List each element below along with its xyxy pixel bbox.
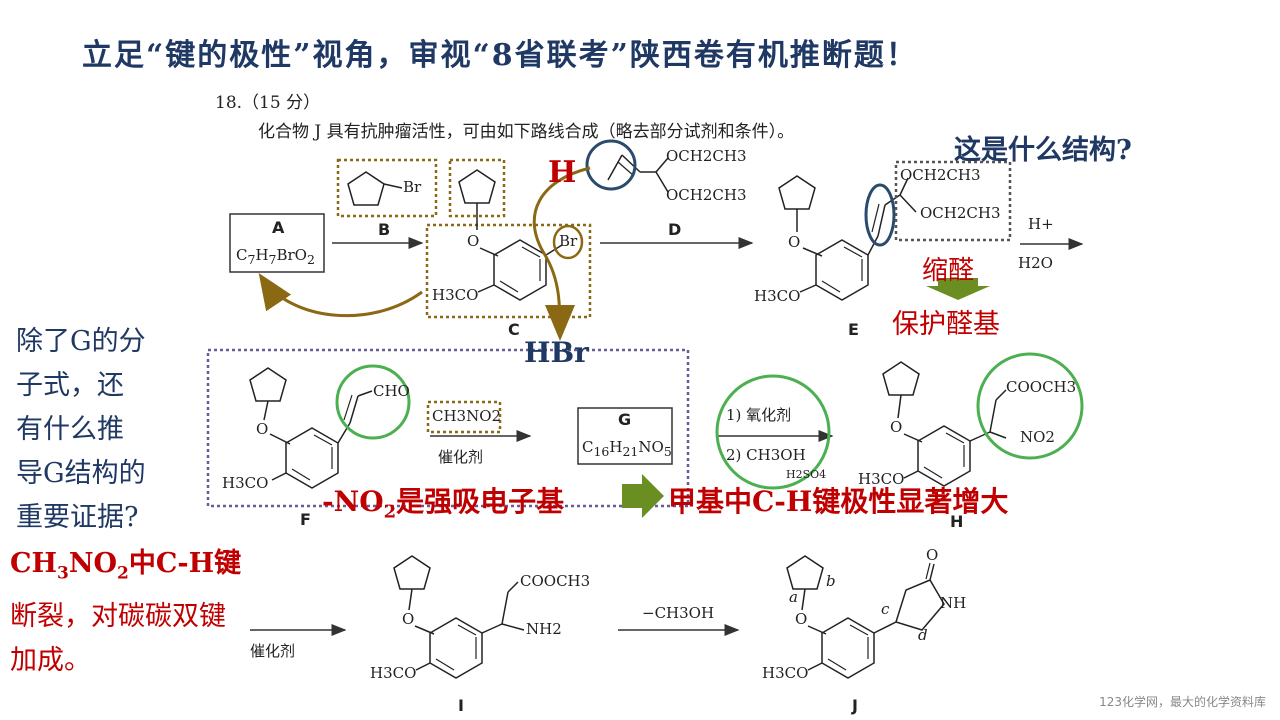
compound-c-cyclopentyl-box [448,158,506,218]
acetal-box [894,160,1012,242]
compound-i-ome: H3CO [370,664,417,682]
compound-j-label: J [852,696,858,715]
compound-e-oet2: OCH2CH3 [920,204,1001,222]
reagent-ch3oh: 2) CH3OH [726,446,806,464]
what-structure-note: 这是什么结构? [954,135,1132,166]
compound-b-br: Br [403,178,422,196]
curved-arrow-to-hbr [532,166,591,341]
nitro-note: -NO2是强吸电子基 [322,485,565,523]
compound-b-label: B [378,220,391,239]
compound-j-a: a [789,588,798,606]
compound-e-o: O [788,233,801,251]
br-circle [552,224,584,260]
slide-title: 立足“键的极性”视角，审视“8省联考”陕西卷有机推断题！ [82,38,918,73]
compound-j-nh: NH [940,594,967,612]
compound-h-ome: H3CO [858,470,905,488]
compound-f-cho: CHO [373,382,410,400]
compound-f-o: O [256,420,269,438]
compound-b-ring [347,171,385,206]
reagent-ch3no2: CH3NO2 [432,407,502,425]
alkene-circle-e [864,183,896,247]
compound-c-box [425,223,592,319]
reagent-h-plus: H+ [1028,215,1054,233]
reagent-circle-gh [715,374,831,490]
circle-h-sidechain [976,352,1084,460]
compound-b-box [336,158,438,218]
compound-j-c: c [881,600,890,618]
reagent-h2o: H2O [1018,254,1053,272]
ch3no2-note: CH3NO2中C-H键 断裂，对碳碳双键 加成。 [10,548,242,677]
compound-j-ome: H3CO [762,664,809,682]
compound-e-oet1: OCH2CH3 [900,166,981,184]
h-annotation: H [548,155,577,190]
compound-e-ome: H3CO [754,287,801,305]
acetal-note: 缩醛 [922,256,975,286]
compound-a-formula: C7H7BrO2 [236,246,315,267]
question-text: 化合物 J 具有抗肿瘤活性，可由如下路线合成（略去部分试剂和条件）。 [258,122,795,142]
hbr-annotation: HBr [524,336,589,369]
fg-box [206,348,690,508]
compound-i-amine: NH2 [526,620,562,638]
curved-arrow-br-to-a [258,273,423,318]
reagent-catalyst-hi: 催化剂 [250,642,296,660]
compound-d-oet2: OCH2CH3 [666,186,747,204]
compound-e-label: E [848,320,859,339]
compound-d-oet1: OCH2CH3 [666,147,747,165]
compound-j-b: b [826,572,836,590]
compound-c-label: C [508,320,520,339]
nitro-arrow [622,474,664,518]
compound-g-box [577,407,673,465]
compound-d-label: D [668,220,682,239]
compound-j-carbonyl-o: O [926,546,939,564]
alkene-circle-f [335,364,411,440]
compound-a-box [229,213,325,273]
compound-f-ome: H3CO [222,474,269,492]
reagent-catalyst-fg: 催化剂 [438,448,484,466]
compound-i-o: O [402,610,415,628]
compound-g-formula: C16H21NO5 [582,438,672,459]
compound-i-ester: COOCH3 [520,572,591,590]
reagent-oxidant: 1) 氧化剂 [726,406,792,424]
compound-c-o: O [467,232,480,250]
alkene-circle-d [585,139,637,191]
left-question-note: 除了G的分 子式，还 有什么推 导G结构的 重要证据? [16,326,146,533]
compound-c-br: Br [559,232,578,250]
methyl-note: 甲基中C-H键极性显著增大 [668,485,1009,518]
compound-g-label: G [618,410,632,429]
protect-arrow [926,278,990,300]
compound-i-label: I [458,696,464,715]
compound-h-o: O [890,418,903,436]
footer-watermark: 123化学网，最大的化学资料库 [1099,695,1266,709]
protect-aldehyde-note: 保护醛基 [892,309,1000,340]
compound-f-label: F [300,510,311,529]
compound-a-label: A [272,218,285,237]
compound-h-ester: COOCH3 [1006,378,1077,396]
compound-j-o-ether: O [795,610,808,628]
compound-c-ome: H3CO [432,286,479,304]
compound-j-d: d [918,626,928,644]
compound-h-nitro: NO2 [1020,428,1055,446]
compound-h-label: H [950,512,964,531]
question-number: 18.（15 分） [215,93,321,113]
reagent-minus-ch3oh: −CH3OH [642,604,715,622]
reagent-h2so4: H2SO4 [786,468,827,481]
ch3no2-box [426,400,502,434]
